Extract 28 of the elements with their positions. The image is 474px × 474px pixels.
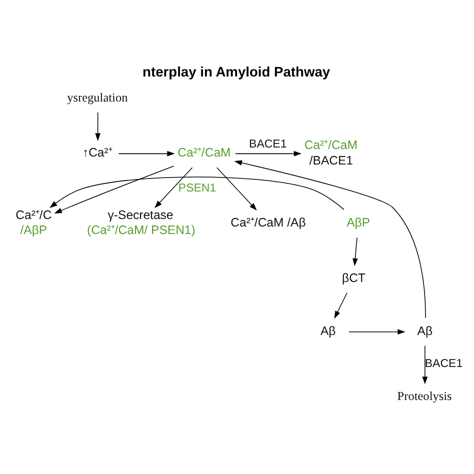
node-text: Proteolysis <box>397 389 452 404</box>
arrow <box>154 167 193 208</box>
arrow <box>234 160 426 318</box>
arrow <box>422 345 428 384</box>
arrow <box>216 167 257 210</box>
edge-label: PSEN1 <box>178 182 216 194</box>
diagram-title: nterplay in Amyloid Pathway <box>142 63 330 80</box>
arrow <box>348 329 406 335</box>
node-text: ↑Ca²⁺ <box>82 146 112 160</box>
arrow <box>334 292 348 319</box>
node-text: βCT <box>342 270 366 285</box>
node-text: Aβ <box>320 324 336 338</box>
node-text: Ca²⁺/C /AβP <box>16 208 52 238</box>
arrow <box>235 151 302 156</box>
node-text: Ca²⁺/CaM /BACE1 <box>304 138 358 168</box>
arrow <box>352 237 358 266</box>
node-text: γ-Secretase (Ca²⁺/CaM/ PSEN1) <box>87 208 196 238</box>
node-text: ysregulation <box>67 90 128 104</box>
node-text: Aβ <box>417 324 433 338</box>
arrow <box>95 112 101 141</box>
arrow <box>50 176 344 210</box>
edge-label: BACE1 <box>249 138 287 151</box>
node-text: AβP <box>346 215 370 230</box>
arrow <box>118 151 175 156</box>
node-text: Ca²⁺/CaM /Aβ <box>230 215 306 230</box>
edge-label: BACE1 <box>424 358 463 370</box>
node-text: Ca²⁺/CaM <box>178 146 231 160</box>
arrow <box>54 166 174 214</box>
